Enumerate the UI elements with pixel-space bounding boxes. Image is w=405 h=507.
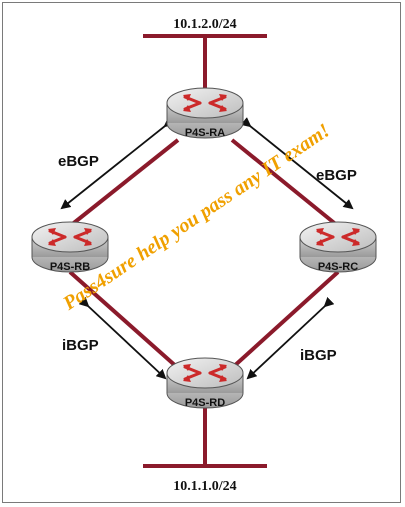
link-rb-rd-label: iBGP	[62, 337, 99, 354]
link-rc-rd-label: iBGP	[300, 347, 337, 364]
arrow-rb-rd	[78, 296, 167, 380]
router-rb-icon	[31, 221, 109, 273]
link-ra-rc-label: eBGP	[316, 167, 357, 184]
router-rb-label: P4S-RB	[50, 261, 90, 273]
arrow-ra-rc	[240, 117, 354, 210]
router-rc-label: P4S-RC	[318, 261, 358, 273]
top-network-label: 10.1.2.0/24	[173, 17, 236, 32]
arrow-ra-rb	[60, 117, 175, 210]
bottom-network-label: 10.1.1.0/24	[173, 479, 236, 494]
router-rd-icon	[166, 357, 244, 409]
watermark-text: Pass4sure help you pass any IT exam!	[58, 119, 334, 315]
link-ra-rb-label: eBGP	[58, 153, 99, 170]
top-network-segment	[143, 34, 267, 90]
router-ra-label: P4S-RA	[185, 127, 225, 139]
bottom-network-segment	[143, 408, 267, 468]
router-rc-icon	[299, 221, 377, 273]
router-rd-label: P4S-RD	[185, 397, 225, 409]
arrow-rc-rd	[246, 296, 335, 380]
router-ra-icon	[166, 87, 244, 139]
